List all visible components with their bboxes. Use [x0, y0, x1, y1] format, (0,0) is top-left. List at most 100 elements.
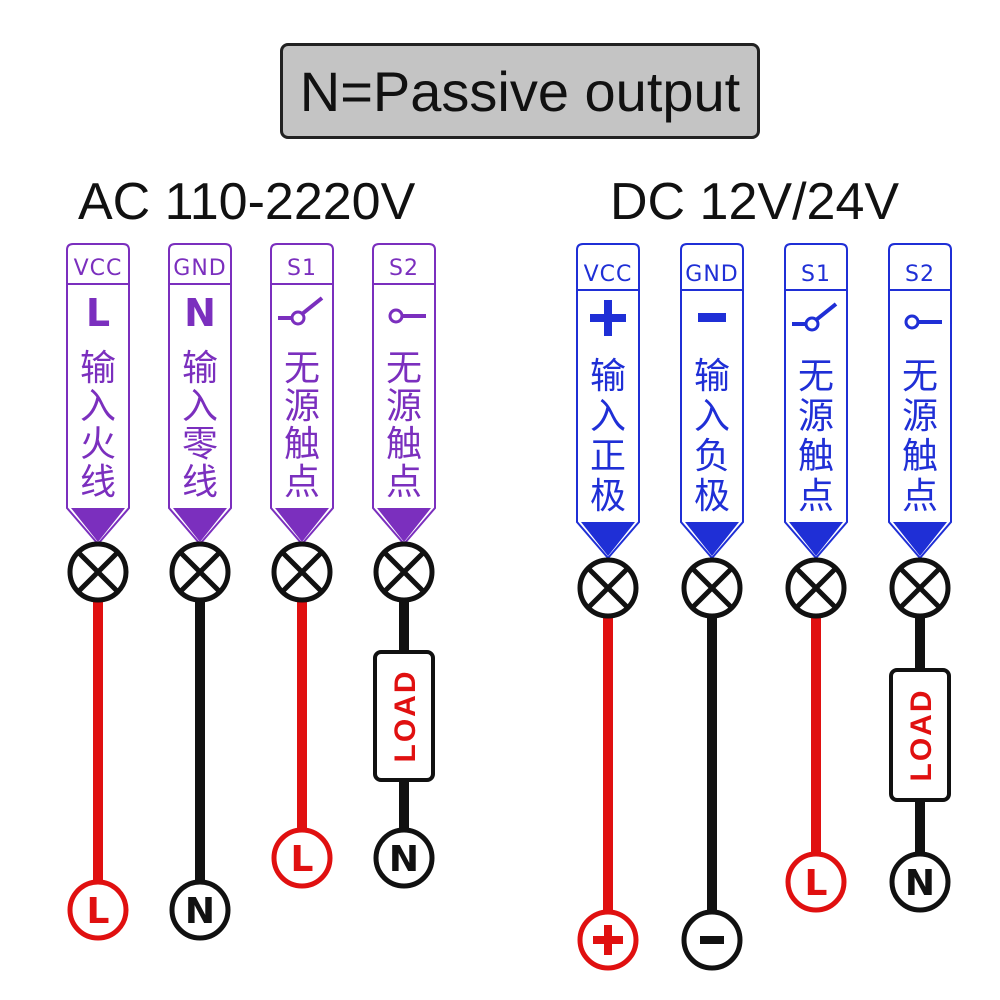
terminal-arrow	[789, 522, 843, 556]
screw-cross	[691, 567, 733, 609]
terminal-desc-char: 入	[694, 396, 730, 437]
terminal-desc-char: 源	[902, 396, 938, 437]
screw-cross	[383, 551, 425, 593]
plus-icon-vertical	[604, 300, 612, 336]
terminal-label-box	[680, 243, 744, 560]
terminal-code-label: S2	[389, 256, 419, 281]
terminal-desc-char: 输	[182, 348, 218, 389]
terminal-desc-char: 线	[182, 462, 218, 503]
terminal-desc-char: 无	[798, 356, 834, 397]
minus-icon	[698, 313, 726, 322]
end-terminal	[373, 827, 435, 889]
terminal-arrow	[893, 522, 947, 556]
terminal-desc-char: 负	[694, 436, 730, 477]
end-terminal-label: N	[905, 863, 935, 904]
terminal-arrow	[71, 508, 125, 542]
terminal-desc-char: 无	[902, 356, 938, 397]
terminal-arrow	[377, 508, 431, 542]
terminal-code-label: S1	[801, 262, 831, 287]
switch-icon-blade	[300, 296, 324, 316]
screw-cross	[587, 567, 629, 609]
terminal-arrow	[581, 522, 635, 556]
terminal-desc-char: 输	[80, 348, 116, 389]
terminal-symbol: L	[86, 291, 110, 335]
terminal-symbol: N	[184, 291, 216, 335]
terminal-desc-char: 无	[284, 348, 320, 389]
end-terminal-label: L	[805, 863, 828, 904]
screw-cross	[77, 551, 119, 593]
terminal-desc-char: 点	[902, 476, 938, 517]
terminal-code-label: S1	[287, 256, 317, 281]
screw-cross	[899, 567, 941, 609]
terminal-desc-char: 入	[590, 396, 626, 437]
screw-cross	[281, 551, 323, 593]
banner-text: N=Passive output	[299, 59, 741, 123]
terminal-desc-char: 零	[182, 424, 218, 465]
terminal-desc-char: 触	[902, 436, 938, 477]
end-terminal	[785, 851, 847, 913]
terminal-desc-char: 点	[284, 462, 320, 503]
switch-icon-contact	[804, 316, 820, 332]
end-terminal	[889, 851, 951, 913]
terminal-desc-char: 触	[284, 424, 320, 465]
switch-icon-blade	[814, 302, 838, 322]
terminal-code-label: GND	[173, 256, 226, 281]
terminal-code-label: S2	[905, 262, 935, 287]
terminal-desc-char: 源	[798, 396, 834, 437]
terminal-code-label: VCC	[74, 256, 123, 281]
terminal-desc-char: 点	[798, 476, 834, 517]
terminal-desc-char: 输	[694, 356, 730, 397]
terminal-desc-char: 源	[284, 386, 320, 427]
terminal-desc-char: 输	[590, 356, 626, 397]
terminal-desc-char: 入	[80, 386, 116, 427]
terminal-desc-char: 触	[798, 436, 834, 477]
load-box	[373, 650, 435, 782]
terminal-desc-char: 触	[386, 424, 422, 465]
load-box	[889, 668, 951, 802]
end-minus-icon	[700, 936, 724, 944]
end-terminal-label: N	[185, 891, 215, 932]
terminal-desc-char: 无	[386, 348, 422, 389]
terminal-label-box	[168, 243, 232, 546]
end-terminal-label: N	[389, 839, 419, 880]
switch-icon-contact	[290, 310, 306, 326]
terminal-desc-char: 线	[80, 462, 116, 503]
load-label: LOAD	[905, 689, 938, 782]
terminal-code-label: GND	[685, 262, 738, 287]
terminal-label-box	[372, 243, 436, 546]
end-terminal	[169, 879, 231, 941]
dc-section-title: DC 12V/24V	[610, 173, 900, 231]
terminal-desc-char: 点	[386, 462, 422, 503]
end-plus-icon-vertical	[604, 925, 612, 955]
terminal-desc-char: 极	[590, 476, 626, 517]
ac-section-title: AC 110-2220V	[78, 173, 416, 231]
terminal-desc-char: 极	[694, 476, 730, 517]
terminal-label-box	[66, 243, 130, 546]
end-terminal	[271, 827, 333, 889]
screw-cross	[179, 551, 221, 593]
terminal-desc-char: 火	[80, 424, 116, 465]
load-label: LOAD	[389, 670, 422, 763]
terminal-label-box	[576, 243, 640, 560]
terminal-desc-char: 源	[386, 386, 422, 427]
terminal-arrow	[275, 508, 329, 542]
end-terminal-label: L	[87, 891, 110, 932]
terminal-desc-char: 入	[182, 386, 218, 427]
screw-cross	[795, 567, 837, 609]
passive-output-banner: N=Passive output	[280, 43, 760, 139]
terminal-desc-char: 正	[590, 436, 626, 477]
terminal-arrow	[173, 508, 227, 542]
end-terminal-label: L	[291, 839, 314, 880]
terminal-code-label: VCC	[584, 262, 633, 287]
end-terminal	[67, 879, 129, 941]
terminal-arrow	[685, 522, 739, 556]
